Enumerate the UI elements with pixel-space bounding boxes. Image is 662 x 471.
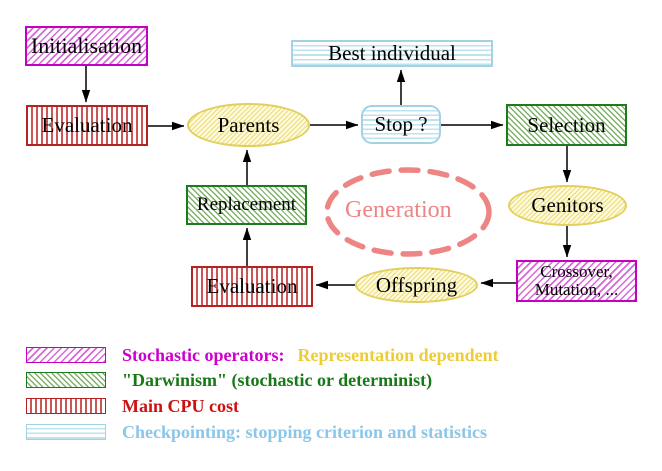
node-parents: Parents [187, 103, 310, 147]
generation-dashed-ellipse [324, 167, 492, 257]
legend-swatch-cyan-lines [26, 424, 106, 440]
node-selection: Selection [506, 104, 627, 146]
node-genitors: Genitors [508, 185, 627, 226]
node-replacement: Replacement [186, 185, 307, 225]
legend-swatch-magenta-hatch [26, 347, 106, 363]
legend-cpu-label: Main CPU cost [122, 395, 239, 416]
node-evaluation-top: Evaluation [26, 105, 148, 146]
crossover-line1: Crossover, [540, 262, 613, 282]
legend-stochastic-label: Stochastic operators: [122, 344, 285, 365]
legend-swatch-red-stripes [26, 398, 106, 414]
node-crossover-mutation: Crossover, Mutation, ... [516, 260, 637, 302]
node-best-individual: Best individual [291, 40, 493, 67]
node-offspring: Offspring [355, 267, 478, 303]
crossover-line2: Mutation, ... [534, 280, 619, 299]
legend-stochastic-note: Representation dependent [297, 344, 499, 365]
node-evaluation-bottom: Evaluation [191, 266, 313, 307]
node-initialisation: Initialisation [25, 26, 148, 66]
legend-row-darwinism: "Darwinism" (stochastic or determinist) [26, 369, 433, 390]
legend-darwinism-label: "Darwinism" (stochastic or determinist) [122, 369, 433, 390]
node-stop: Stop ? [361, 105, 441, 144]
legend-text-stochastic: Stochastic operators: Representation depe… [122, 345, 499, 366]
generation-label: Generation [345, 197, 452, 223]
legend-row-checkpointing: Checkpointing: stopping criterion and st… [26, 421, 488, 442]
legend-swatch-green-hatch [26, 372, 106, 388]
legend-checkpoint-label: Checkpointing: stopping criterion and st… [122, 421, 488, 442]
legend-row-stochastic: Stochastic operators: Representation depe… [26, 345, 499, 366]
legend-row-cpu: Main CPU cost [26, 395, 239, 416]
